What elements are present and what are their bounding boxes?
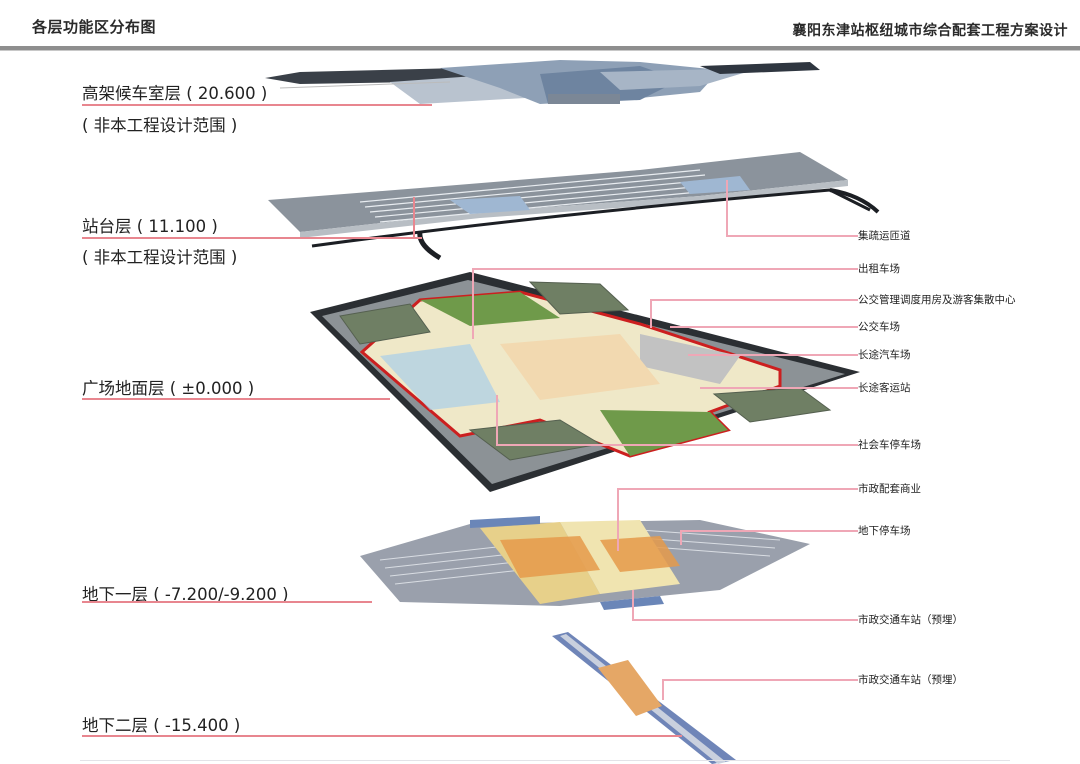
callout-line-coach-station xyxy=(700,387,858,389)
callout-line-underground-parking-h xyxy=(680,530,858,532)
callout-line-public-parking-v xyxy=(496,395,498,445)
leader-line-elevated-hall xyxy=(82,104,432,106)
leader-line-basement-2 xyxy=(82,735,682,737)
callout-line-coach-yard xyxy=(688,354,858,356)
callout-line-underground-parking-v xyxy=(680,531,682,545)
callout-line-bus-mgmt-v xyxy=(650,300,652,328)
callout-line-taxi-h xyxy=(472,268,858,270)
callout-line-bus-mgmt-h xyxy=(650,299,858,301)
callout-municipal-commercial: 市政配套商业 xyxy=(858,483,921,495)
callout-line-taxi-v xyxy=(472,269,474,339)
page-title: 各层功能区分布图 xyxy=(32,18,157,36)
leader-line-platform xyxy=(82,237,422,239)
footer-divider xyxy=(80,760,1010,761)
callout-public-parking: 社会车停车场 xyxy=(858,439,921,451)
callout-line-ramp-v xyxy=(726,180,728,236)
plaza-ground-model xyxy=(310,272,860,492)
level-note-elevated-hall: ( 非本工程设计范围 ) xyxy=(82,116,238,135)
callout-coach-station: 长途客运站 xyxy=(858,382,911,394)
callout-line-public-parking-h xyxy=(496,444,858,446)
level-label-plaza: 广场地面层 ( ±0.000 ) xyxy=(82,379,255,398)
callout-bus-management: 公交管理调度用房及游客集散中心 xyxy=(858,294,1016,306)
basement-2-model xyxy=(552,632,736,764)
page-header: 各层功能区分布图 襄阳东津站枢纽城市综合配套工程方案设计 xyxy=(0,0,1080,48)
callout-coach-yard: 长途汽车场 xyxy=(858,349,911,361)
callout-line-ramp-h xyxy=(726,235,858,237)
leader-line-platform-vertical xyxy=(413,197,415,237)
callout-line-transit-b1-v xyxy=(632,590,634,620)
callout-line-transit-b1-h xyxy=(632,619,858,621)
callout-underground-parking: 地下停车场 xyxy=(858,525,911,537)
callout-transit-station-b2: 市政交通车站（预埋） xyxy=(858,674,963,686)
callout-line-bus-depot xyxy=(670,326,858,328)
leader-line-basement-1 xyxy=(82,601,372,603)
level-label-elevated-hall: 高架候车室层 ( 20.600 ) xyxy=(82,84,268,103)
callout-taxi: 出租车场 xyxy=(858,263,900,275)
project-title: 襄阳东津站枢纽城市综合配套工程方案设计 xyxy=(792,23,1068,39)
level-label-basement-2: 地下二层 ( -15.400 ) xyxy=(82,716,241,735)
callout-bus-depot: 公交车场 xyxy=(858,321,900,333)
basement-1-model xyxy=(360,516,810,610)
header-divider xyxy=(0,46,1080,51)
callout-line-transit-b2-v xyxy=(662,680,664,700)
callout-ramp: 集疏运匝道 xyxy=(858,230,911,242)
level-note-platform: ( 非本工程设计范围 ) xyxy=(82,248,238,267)
callout-line-transit-b2-h xyxy=(662,679,858,681)
level-label-platform: 站台层 ( 11.100 ) xyxy=(82,217,218,236)
callout-transit-station-b1: 市政交通车站（预埋） xyxy=(858,614,963,626)
level-label-basement-1: 地下一层 ( -7.200/-9.200 ) xyxy=(82,585,289,604)
callout-line-commercial-h xyxy=(617,488,858,490)
leader-line-plaza xyxy=(82,398,390,400)
callout-line-commercial-v xyxy=(617,489,619,551)
platform-level-model xyxy=(268,152,880,261)
elevated-hall-model xyxy=(265,60,820,104)
